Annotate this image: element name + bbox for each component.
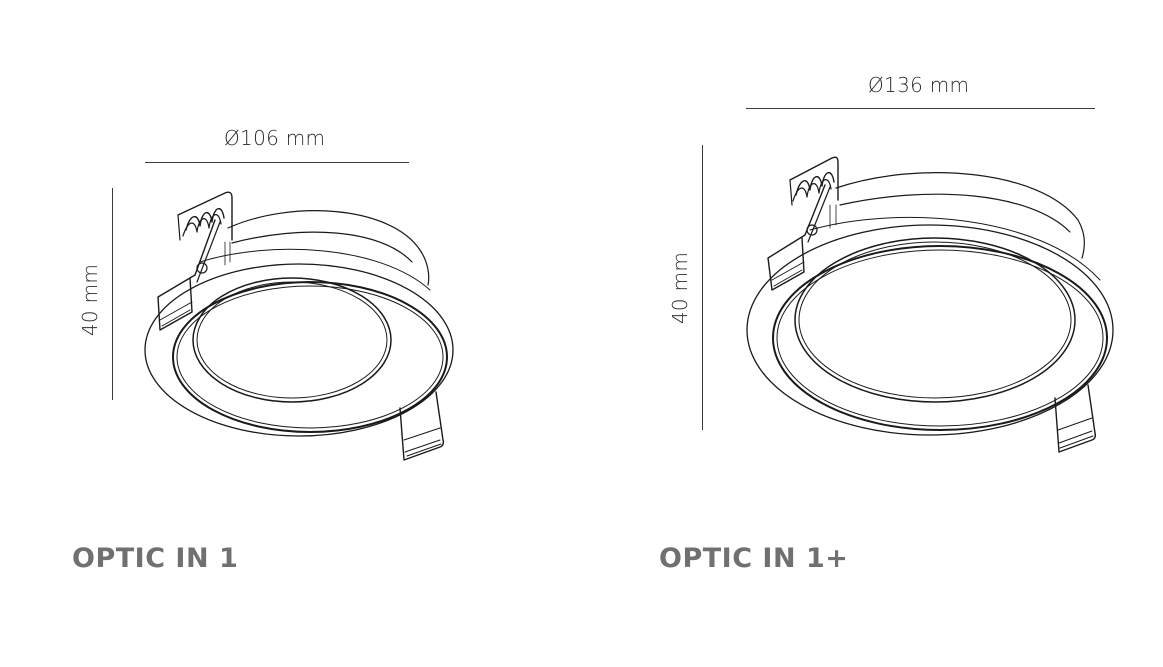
diameter-dimension-line <box>145 162 409 163</box>
diameter-dimension-line <box>746 108 1095 109</box>
height-dimension-line <box>702 145 703 430</box>
diameter-label: Ø106 mm <box>224 126 326 150</box>
product-name: OPTIC IN 1 <box>72 543 239 574</box>
diameter-label: Ø136 mm <box>868 73 970 97</box>
product-name: OPTIC IN 1+ <box>659 543 849 574</box>
height-dimension-line <box>112 188 113 400</box>
